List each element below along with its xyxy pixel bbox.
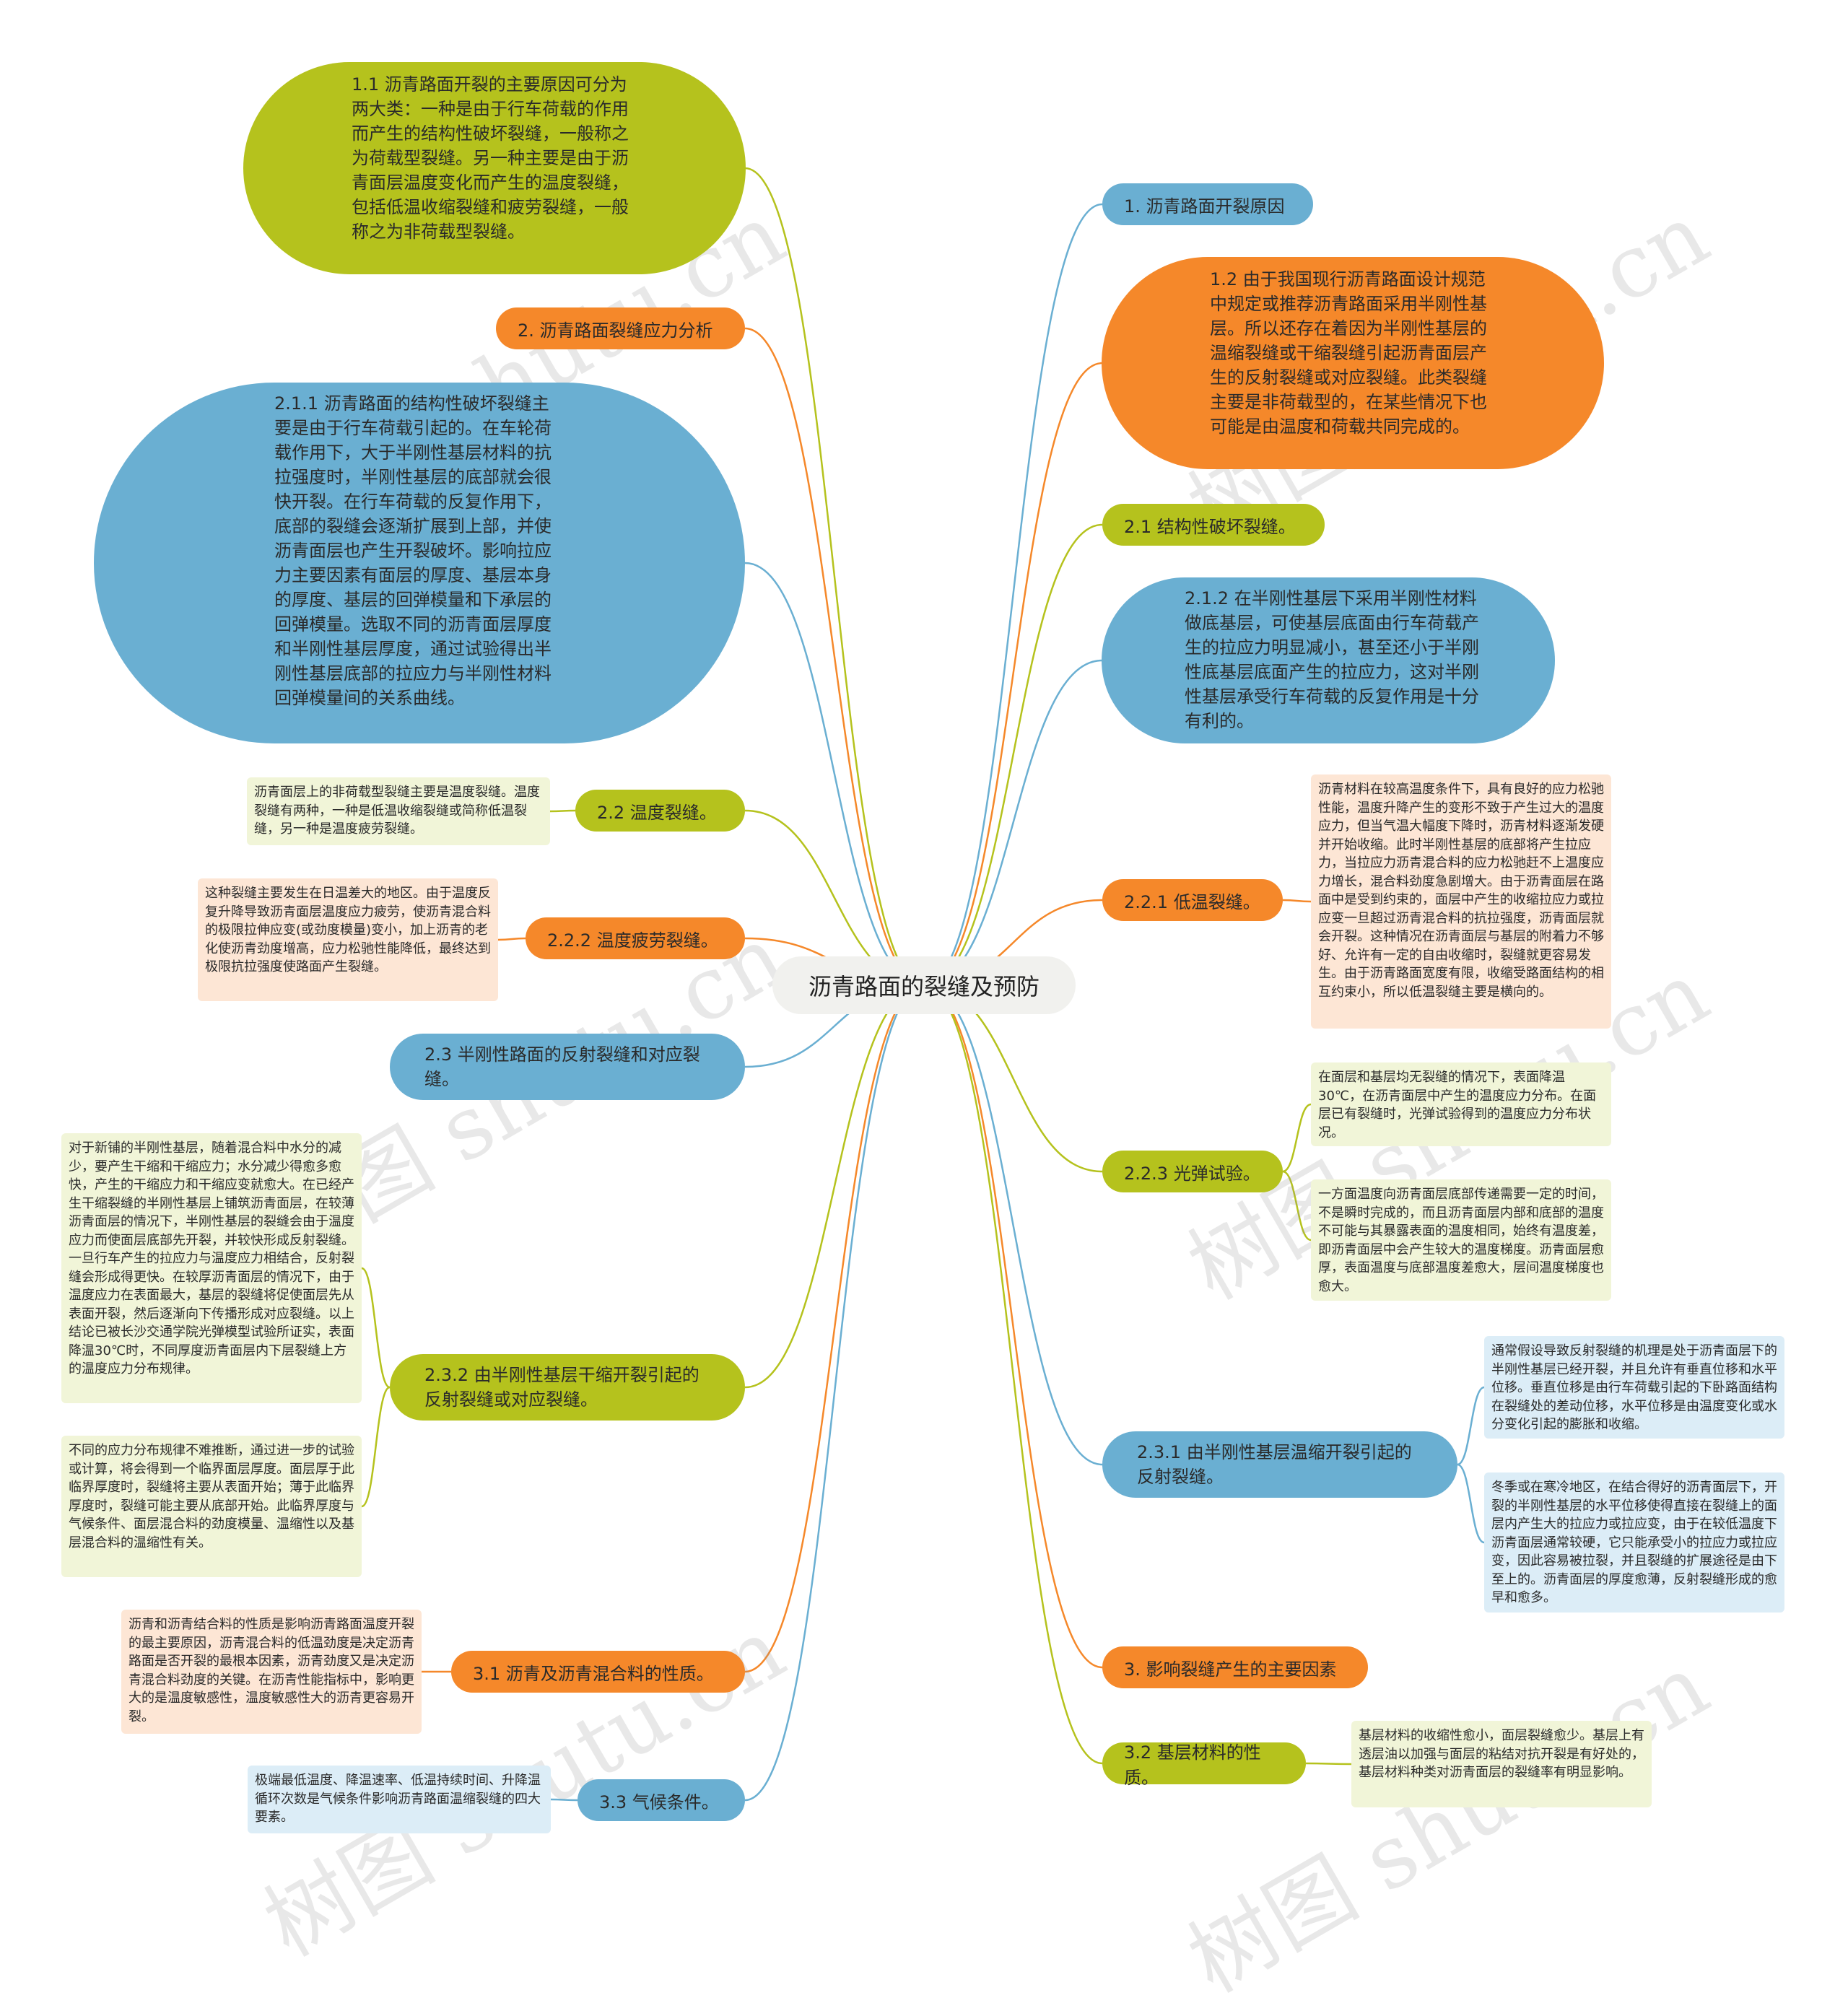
link-n3-3-note: [550, 1798, 578, 1802]
link-n2-3-2-note2: [361, 1386, 391, 1508]
link-n2-2-2-note: [497, 937, 526, 941]
link-root-n3-2: [923, 984, 1103, 1765]
topic-1-1-two-types[interactable]: 1.1 沥青路面开裂的主要原因可分为两大类：一种是由于行车荷载的作用而产生的结构…: [243, 62, 746, 274]
topic-2-1-2-subbase[interactable]: 2.1.2 在半刚性基层下采用半刚性材料做底基层，可使基层底面由行车荷载产生的拉…: [1102, 577, 1555, 743]
link-n2-3-2-note1: [361, 1267, 391, 1389]
link-n2-3-1-note2: [1457, 1463, 1485, 1544]
topic-2-stress-analysis[interactable]: 2. 沥青路面裂缝应力分析: [496, 307, 745, 349]
link-root-n3-1: [744, 984, 925, 1673]
link-n2-3-1-note1: [1457, 1386, 1485, 1466]
link-n2-2-3-note1: [1282, 1103, 1312, 1173]
topic-2-3-2-dry-shrink[interactable]: 2.3.2 由半刚性基层干缩开裂引起的反射裂缝或对应裂缝。: [390, 1354, 745, 1421]
link-root-n2-3-1: [923, 984, 1103, 1466]
note-3-1: 沥青和沥青结合料的性质是影响沥青路面温度开裂的最主要原因，沥青混合料的低温劲度是…: [121, 1610, 422, 1734]
link-root-n3: [923, 984, 1103, 1669]
topic-2-3-1-temp-shrink[interactable]: 2.3.1 由半刚性基层温缩开裂引起的反射裂缝。: [1102, 1431, 1457, 1498]
link-n2-2-3-note2: [1282, 1170, 1312, 1242]
root-topic[interactable]: 沥青路面的裂缝及预防: [772, 956, 1076, 1014]
note-2-2-3-a: 在面层和基层均无裂缝的情况下，表面降温30℃，在沥青面层中产生的温度应力分布。在…: [1311, 1062, 1611, 1146]
link-root-n3-3: [744, 984, 925, 1802]
topic-2-2-1-low-temp[interactable]: 2.2.1 低温裂缝。: [1102, 879, 1283, 921]
topic-2-1-structural[interactable]: 2.1 结构性破坏裂缝。: [1102, 504, 1325, 546]
note-2-2-3-b: 一方面温度向沥青面层底部传递需要一定的时间，不是瞬时完成的，而且沥青面层内部和底…: [1311, 1179, 1611, 1301]
link-root-n1-1: [744, 167, 925, 987]
topic-3-factors[interactable]: 3. 影响裂缝产生的主要因素: [1102, 1646, 1368, 1688]
topic-2-2-2-fatigue[interactable]: 2.2.2 温度疲劳裂缝。: [526, 917, 745, 959]
note-2-2: 沥青面层上的非荷载型裂缝主要是温度裂缝。温度裂缝有两种，一种是低温收缩裂缝或简称…: [247, 777, 550, 845]
note-3-3: 极端最低温度、降温速率、低温持续时间、升降温循环次数是气候条件影响沥青路面温缩裂…: [248, 1766, 551, 1833]
topic-2-3-reflective[interactable]: 2.3 半刚性路面的反射裂缝和对应裂缝。: [390, 1034, 745, 1100]
link-n3-2-note: [1305, 1762, 1352, 1766]
topic-3-1-asphalt-props[interactable]: 3.1 沥青及沥青混合料的性质。: [451, 1651, 745, 1693]
note-2-2-2: 这种裂缝主要发生在日温差大的地区。由于温度反复升降导致沥青面层温度应力疲劳，使沥…: [198, 878, 498, 1001]
topic-2-2-temp-crack[interactable]: 2.2 温度裂缝。: [575, 790, 745, 832]
link-root-n1: [923, 203, 1103, 987]
note-2-3-1-a: 通常假设导致反射裂缝的机理是处于沥青面层下的半刚性基层已经开裂，并且允许有垂直位…: [1484, 1336, 1784, 1439]
topic-1-cause[interactable]: 1. 沥青路面开裂原因: [1102, 183, 1313, 225]
topic-2-1-1-load-crack[interactable]: 2.1.1 沥青路面的结构性破坏裂缝主要是由于行车荷载引起的。在车轮荷载作用下，…: [94, 383, 745, 743]
note-2-3-2-a: 对于新铺的半刚性基层，随着混合料中水分的减少，要产生干缩和干缩应力；水分减少得愈…: [61, 1133, 362, 1403]
mindmap-canvas: 树图 shutu.cn 树图 shutu.cn 树图 shutu.cn 树图 s…: [61, 62, 1784, 2012]
link-root-n2-1-1: [744, 562, 925, 987]
note-2-3-1-b: 冬季或在寒冷地区，在结合得好的沥青面层下，开裂的半刚性基层的水平位移使得直接在裂…: [1484, 1472, 1784, 1613]
topic-2-2-3-photoelastic[interactable]: 2.2.3 光弹试验。: [1102, 1151, 1283, 1192]
topic-1-2-semi-rigid-base[interactable]: 1.2 由于我国现行沥青路面设计规范中规定或推荐沥青路面采用半刚性基层。所以还存…: [1102, 257, 1604, 469]
link-root-n1-2: [923, 362, 1103, 987]
topic-3-2-base-material[interactable]: 3.2 基层材料的性质。: [1102, 1742, 1306, 1788]
note-2-3-2-b: 不同的应力分布规律不难推断，通过进一步的试验或计算，将会得到一个临界面层厚度。面…: [61, 1436, 362, 1577]
link-root-n2-1-2: [923, 659, 1103, 987]
topic-3-3-climate[interactable]: 3.3 气候条件。: [578, 1779, 745, 1821]
link-root-n2: [744, 327, 925, 987]
link-n2-2-1-note: [1282, 899, 1312, 903]
note-2-2-1: 沥青材料在较高温度条件下，具有良好的应力松驰性能，温度升降产生的变形不致于产生过…: [1311, 774, 1611, 1029]
note-3-2: 基层材料的收缩性愈小，面层裂缝愈少。基层上有透层油以加强与面层的粘结对抗开裂是有…: [1351, 1721, 1652, 1807]
